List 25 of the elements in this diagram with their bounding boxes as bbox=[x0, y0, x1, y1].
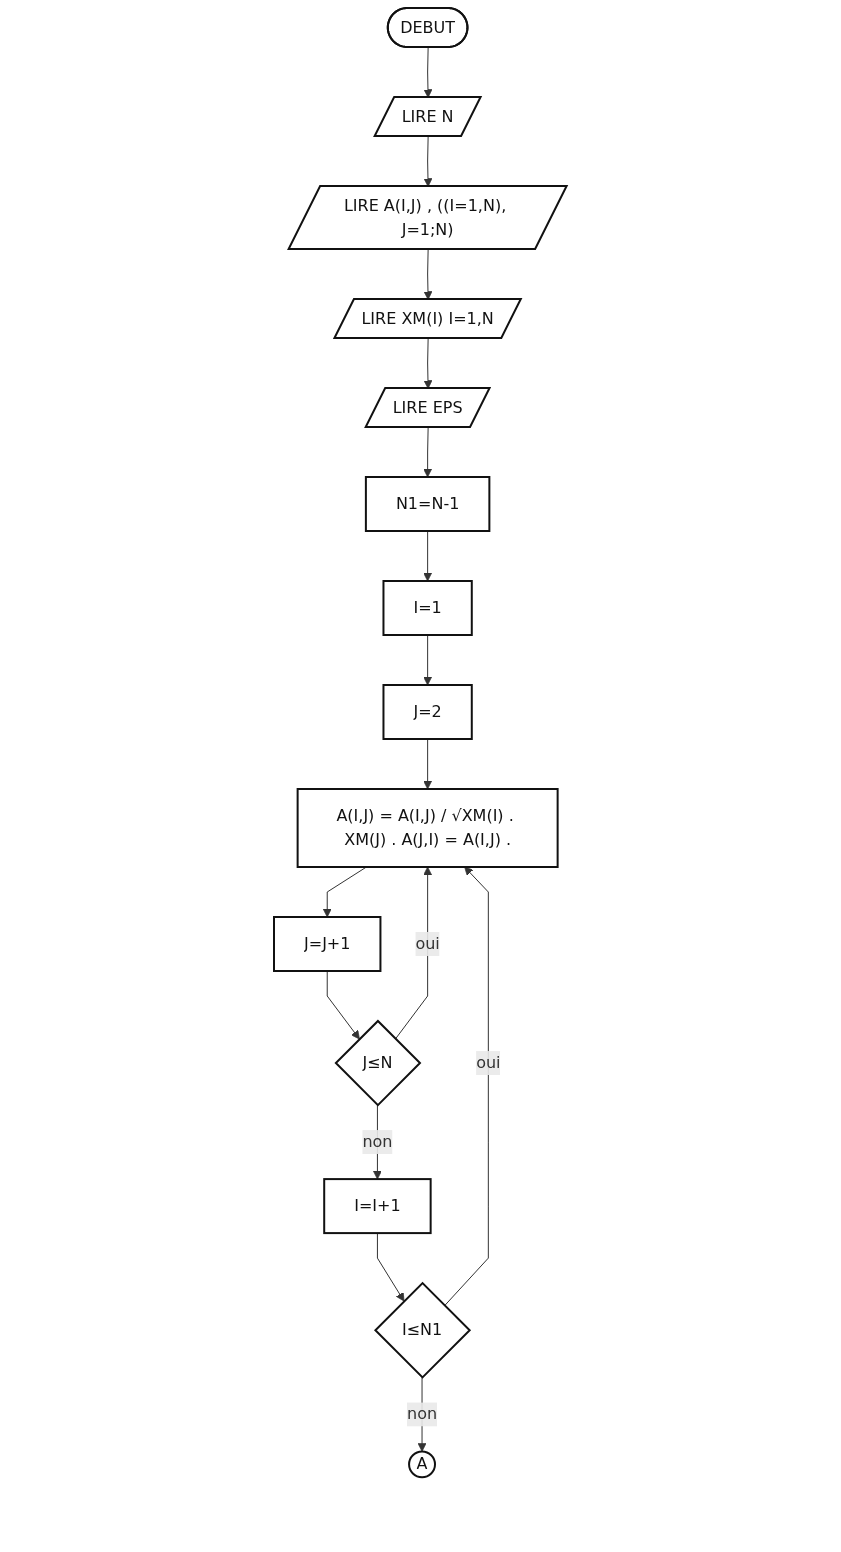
arrow bbox=[377, 1232, 405, 1302]
node-box: J=2 bbox=[382, 684, 473, 740]
edge-label: non bbox=[362, 1132, 393, 1152]
node-box: A(I,J) = A(I,J) / √XM(I) . XM(J) . A(J,I) = A(I,J) . bbox=[296, 788, 559, 868]
arrow bbox=[326, 970, 360, 1040]
arrow bbox=[423, 136, 433, 187]
edge-label: oui bbox=[415, 934, 440, 953]
node-box: I=1 bbox=[382, 580, 473, 636]
node-box: I=I+1 bbox=[323, 1178, 432, 1235]
node-circle: A bbox=[408, 1450, 437, 1479]
arrow bbox=[444, 866, 489, 1307]
arrow bbox=[423, 530, 433, 582]
node-diamond: I≤N1 bbox=[374, 1281, 472, 1379]
arrow bbox=[423, 249, 433, 300]
arrow bbox=[395, 866, 433, 1040]
node-box: N1=N-1 bbox=[365, 476, 491, 532]
edge-label: oui bbox=[476, 1053, 501, 1073]
node-box: J=J+1 bbox=[273, 916, 382, 972]
arrow bbox=[423, 427, 433, 478]
node-diamond: J≤N bbox=[334, 1019, 422, 1107]
arrow bbox=[423, 634, 433, 686]
arrow bbox=[423, 47, 433, 98]
arrow bbox=[423, 338, 433, 389]
arrow bbox=[423, 738, 433, 790]
edge-label: non bbox=[407, 1404, 438, 1424]
